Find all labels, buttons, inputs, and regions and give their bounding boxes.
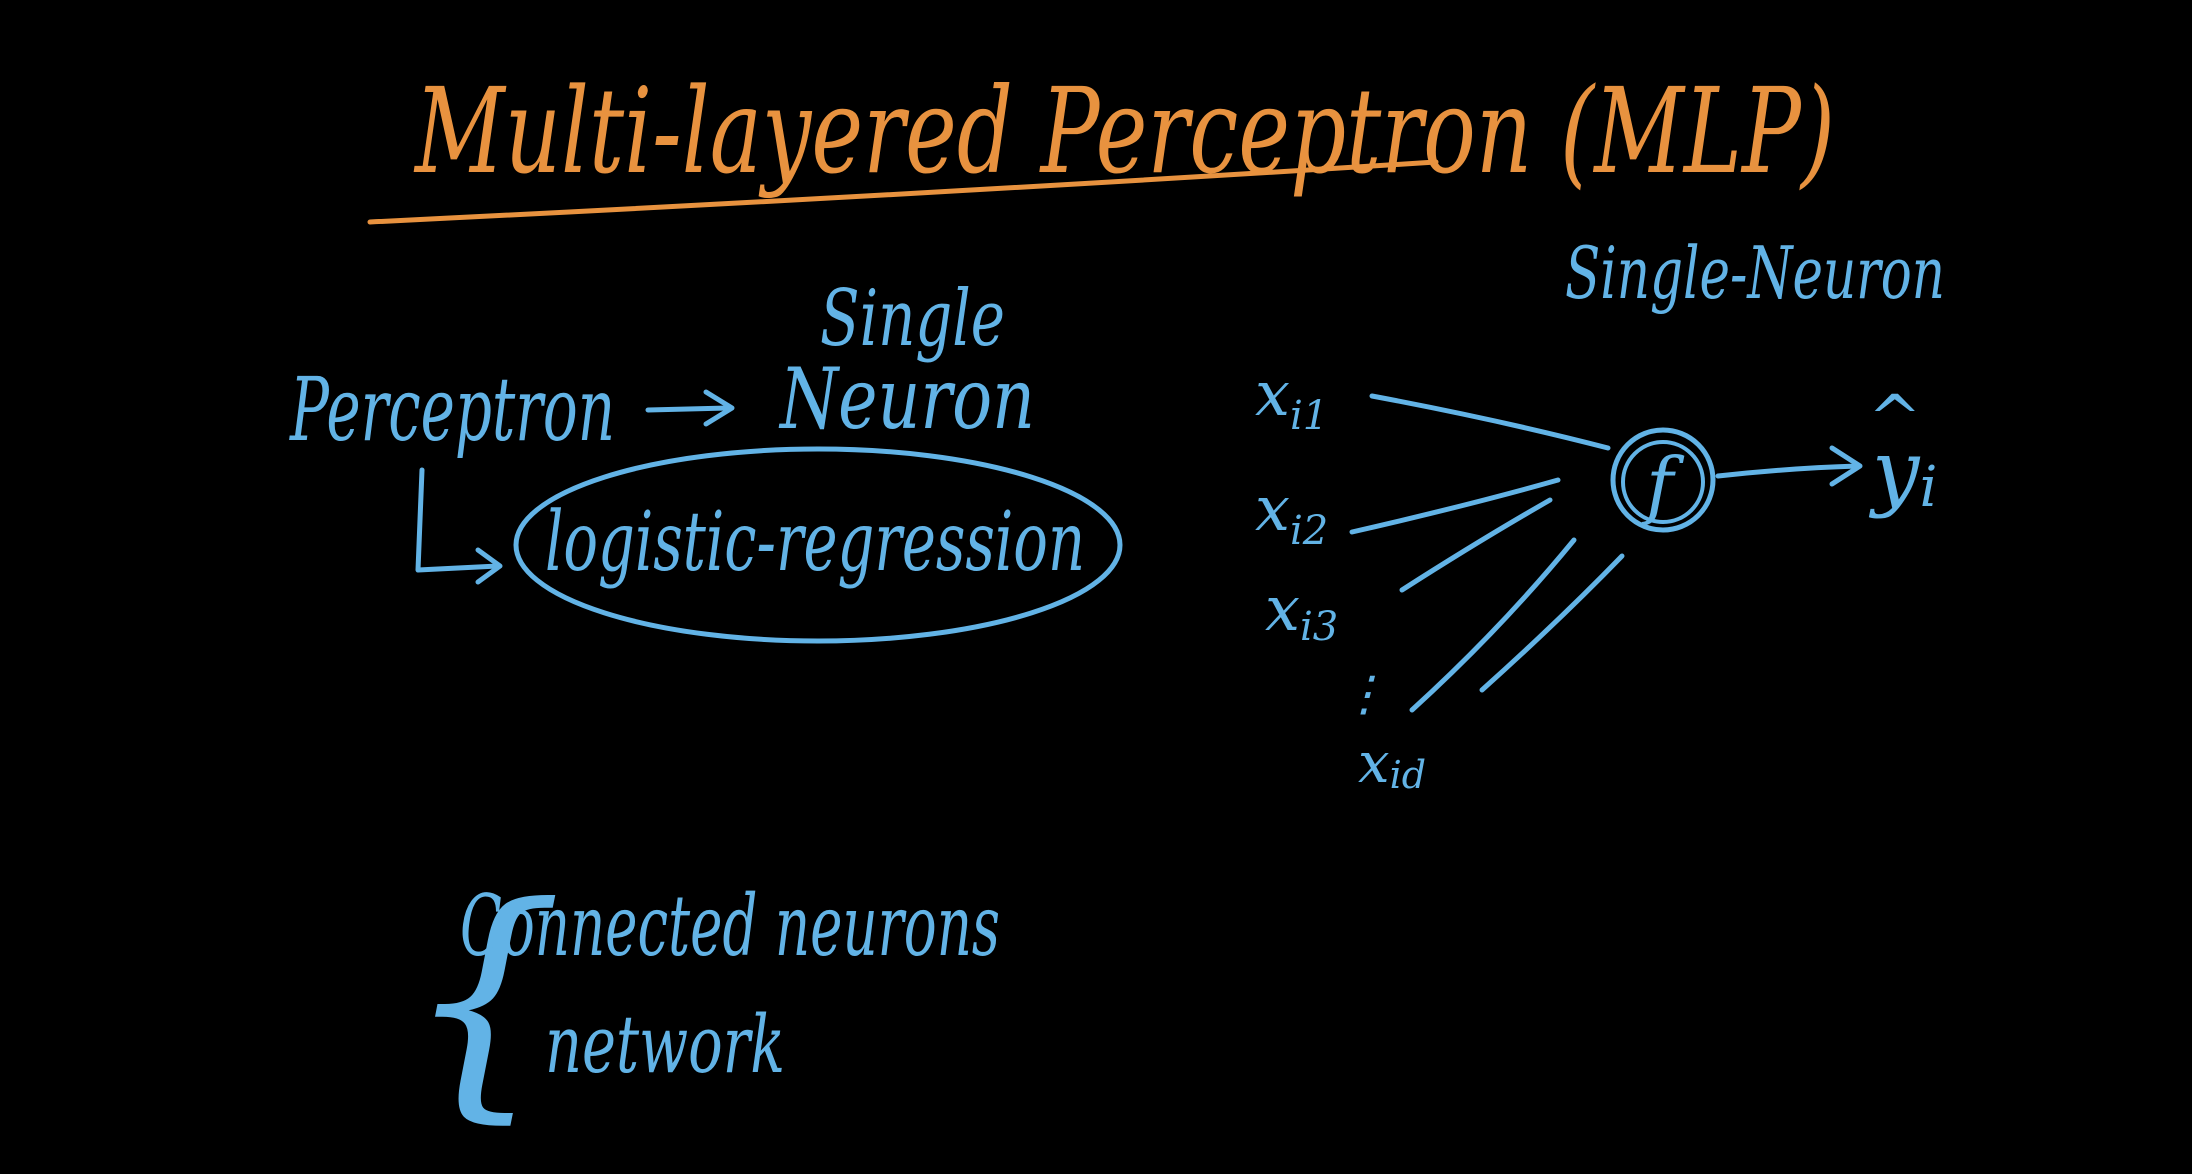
output-hat-mark: ^: [1868, 382, 1922, 456]
input-edge-xi3: [1399, 497, 1553, 593]
curly-brace: {: [405, 853, 564, 1144]
input-label-xi2: xi2: [1255, 472, 1328, 554]
page-title: Multi-layered Perceptron (MLP): [414, 62, 1835, 200]
input-edge-xid-1: [1409, 537, 1577, 713]
neuron-diagram: Single-Neuron xi1 xi2 xi3 ⋮ xid: [1255, 231, 1945, 797]
branch-arrow-icon: [415, 467, 503, 585]
input-label-xid: xid: [1358, 731, 1426, 797]
network-label: network: [545, 998, 785, 1091]
logistic-regression-circle: [513, 446, 1123, 644]
single-neuron-caption: Single-Neuron: [1565, 231, 1945, 315]
title-underline: [367, 159, 1439, 225]
output-label: yi: [1868, 422, 1937, 520]
input-label-xi1: xi1: [1255, 357, 1328, 439]
neuron-label: Neuron: [778, 350, 1035, 448]
ellipsis-dots: ⋮: [1340, 666, 1388, 722]
activation-function-label: f: [1641, 442, 1685, 528]
title-group: Multi-layered Perceptron (MLP): [367, 62, 1835, 225]
perceptron-label: Perceptron: [289, 358, 615, 461]
neuron-node-inner: [1621, 440, 1705, 524]
connected-neurons-label: Connected neurons: [460, 877, 1000, 975]
single-label: Single: [820, 274, 1005, 364]
arrow-icon: [645, 389, 735, 427]
input-label-xi3: xi3: [1265, 572, 1338, 650]
logistic-regression-label: logistic-regression: [545, 495, 1085, 590]
output-arrow-icon: [1715, 445, 1863, 487]
neuron-node-outer: [1610, 427, 1716, 533]
bottom-notes: { Connected neurons network: [405, 853, 1000, 1144]
left-notes: Perceptron Single Neuron logistic-regres…: [289, 274, 1123, 644]
input-edge-xid-2: [1479, 553, 1625, 693]
input-edge-xi1: [1369, 393, 1611, 451]
input-edge-xi2: [1349, 477, 1561, 535]
